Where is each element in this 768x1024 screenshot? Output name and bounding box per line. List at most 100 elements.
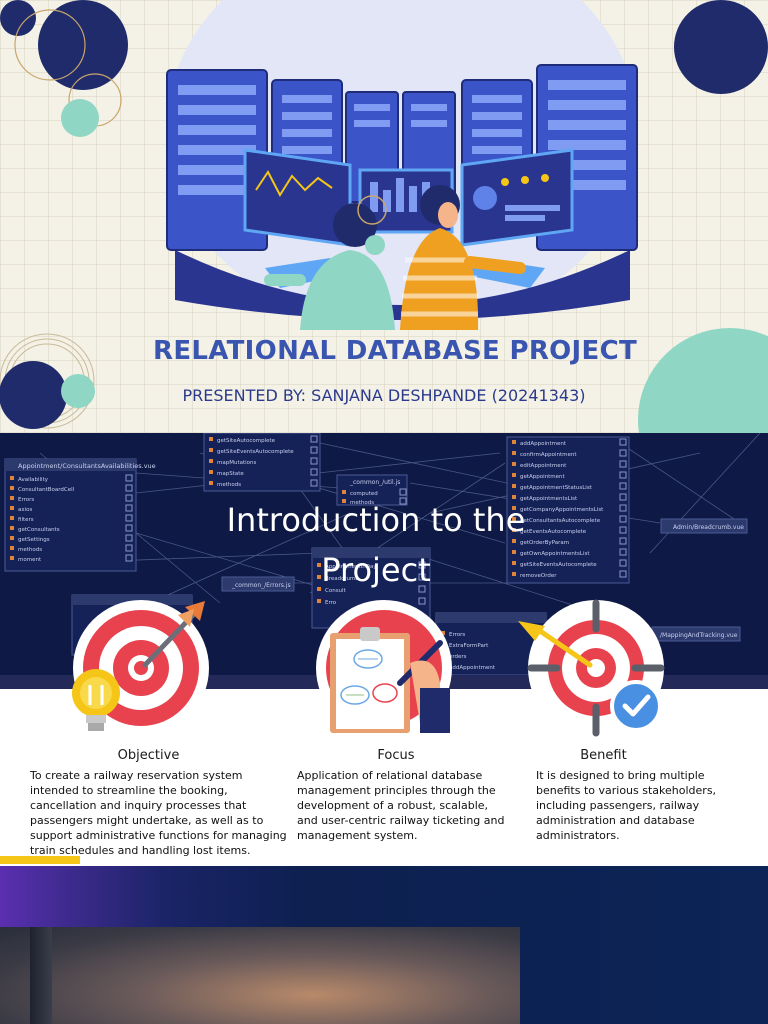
- diagram-item-marker: [317, 599, 321, 603]
- diagram-item-marker: [209, 437, 213, 441]
- diagram-item-marker: [512, 451, 516, 455]
- next-slide-partial: [0, 866, 768, 1024]
- diagram-item-marker: [512, 462, 516, 466]
- decorative-circles-top-left: [0, 0, 128, 137]
- diagram-item-label: Errors: [18, 497, 34, 503]
- diagram-item-label: methods: [350, 500, 374, 506]
- photo-frame-edge: [30, 927, 52, 1024]
- slide-title-line2: Project: [321, 551, 431, 589]
- diagram-item-label: removeOrder: [520, 573, 557, 579]
- introduction-slide: Appointment/ConsultantsAvailabilities.vu…: [0, 433, 768, 865]
- diagram-item-port: [418, 561, 426, 569]
- diagram-item-port: [619, 482, 627, 490]
- presentation-title: RELATIONAL DATABASE PROJECT: [153, 336, 637, 366]
- diagram-item-port: [125, 474, 133, 482]
- svg-text:Admin/Breadcrumb.vue: Admin/Breadcrumb.vue: [673, 524, 744, 531]
- diagram-item-marker: [10, 516, 14, 520]
- diagram-item-label: Breadcrumb: [325, 576, 359, 582]
- title-slide: RELATIONAL DATABASE PROJECT PRESENTED BY…: [0, 0, 768, 433]
- diagram-item-port: [125, 534, 133, 542]
- title-slide-artwork: [0, 0, 768, 433]
- decorative-circle-top-right: [674, 0, 768, 94]
- diagram-box-errors: _common_/Errors.js: [221, 576, 295, 592]
- diagram-box-partial-header: [72, 595, 192, 605]
- diagram-item-label: editAppointment: [520, 463, 567, 469]
- diagram-item-port: [619, 526, 627, 534]
- diagram-item-port: [399, 488, 407, 496]
- diagram-item-port: [619, 537, 627, 545]
- diagram-item-port: [310, 446, 318, 454]
- diagram-item-marker: [10, 536, 14, 540]
- diagram-item-port: [125, 514, 133, 522]
- diagram-item-label: confirmAppointment: [520, 452, 577, 458]
- column-icons: [72, 599, 665, 737]
- diagram-item-label: Errors: [449, 632, 465, 638]
- diagram-item-label: AppointmentInDay: [325, 564, 377, 570]
- diagram-item-marker: [10, 476, 14, 480]
- diagram-item-label: mapState: [217, 471, 244, 477]
- diagram-item-marker: [512, 495, 516, 499]
- diagram-item-port: [418, 597, 426, 605]
- column-heading: Benefit: [580, 748, 627, 763]
- diagram-item-port: [125, 544, 133, 552]
- diagram-item-label: Availability: [18, 477, 49, 483]
- diagram-item-marker: [209, 470, 213, 474]
- diagram-item-label: getOwnAppointmentsList: [520, 551, 590, 557]
- diagram-item-port: [125, 494, 133, 502]
- diagram-item-label: getSettings: [18, 537, 50, 543]
- diagram-item-marker: [342, 499, 346, 503]
- svg-text:_common_/util.js: _common_/util.js: [349, 479, 400, 486]
- slide-title-line1: Introduction to the: [226, 501, 526, 539]
- diagram-item-marker: [10, 526, 14, 530]
- diagram-item-port: [619, 559, 627, 567]
- diagram-item-marker: [512, 550, 516, 554]
- diagram-item-port: [619, 570, 627, 578]
- diagram-item-label: getEventsAutocomplete: [520, 529, 587, 535]
- diagram-item-marker: [10, 556, 14, 560]
- decorative-circles-bottom-right: [638, 328, 768, 433]
- diagram-item-port: [619, 460, 627, 468]
- diagram-box-consultants: Appointment/ConsultantsAvailabilities.vu…: [4, 458, 156, 572]
- diagram-item-label: addAppointment: [520, 441, 567, 447]
- clipboard-planning-icon: [316, 600, 452, 736]
- diagram-item-label: methods: [18, 547, 42, 553]
- diagram-item-port: [418, 573, 426, 581]
- diagram-box-appointments: addAppointment confirmAppointment editAppo…: [506, 436, 630, 584]
- diagram-item-marker: [512, 528, 516, 532]
- diagram-item-label: orders: [449, 654, 467, 660]
- diagram-item-label: filters: [18, 517, 34, 523]
- svg-text:_common_/Errors.js: _common_/Errors.js: [231, 582, 291, 589]
- diagram-box-autocomplete: getSiteAutocompletegetSiteEventsAutocomp…: [203, 433, 321, 492]
- diagram-item-marker: [209, 481, 213, 485]
- diagram-item-port: [125, 524, 133, 532]
- server-room-illustration: [166, 0, 638, 330]
- diagram-box-title: Appointment/ConsultantsAvailabilities.vu…: [18, 462, 156, 470]
- diagram-item-marker: [512, 484, 516, 488]
- column-benefit: Benefit It is designed to bring multiple…: [536, 748, 736, 843]
- diagram-item-label: getCompanyAppointmentsList: [520, 507, 604, 513]
- diagram-item-port: [418, 585, 426, 593]
- diagram-item-marker: [512, 517, 516, 521]
- diagram-item-port: [310, 435, 318, 443]
- accent-bar: [0, 856, 80, 864]
- diagram-item-port: [125, 554, 133, 562]
- diagram-item-label: Erro: [325, 600, 337, 606]
- presenter-line: PRESENTED BY: SANJANA DESHPANDE (2024134…: [182, 386, 586, 405]
- diagram-item-port: [619, 449, 627, 457]
- diagram-item-port: [125, 504, 133, 512]
- diagram-item-label: eddAppointment: [449, 665, 496, 671]
- diagram-item-marker: [512, 572, 516, 576]
- diagram-item-marker: [317, 575, 321, 579]
- diagram-item-marker: [10, 496, 14, 500]
- diagram-item-label: getConsultants: [18, 527, 60, 533]
- diagram-item-marker: [10, 486, 14, 490]
- diagram-item-label: getConsultantsAutocomplete: [520, 518, 601, 524]
- diagram-item-label: getSiteAutocomplete: [217, 438, 276, 444]
- diagram-item-label: Consult: [325, 588, 347, 594]
- diagram-item-port: [310, 468, 318, 476]
- diagram-item-marker: [512, 473, 516, 477]
- diagram-item-port: [399, 497, 407, 505]
- diagram-item-label: ExtraFormPart: [449, 643, 489, 649]
- diagram-item-port: [619, 493, 627, 501]
